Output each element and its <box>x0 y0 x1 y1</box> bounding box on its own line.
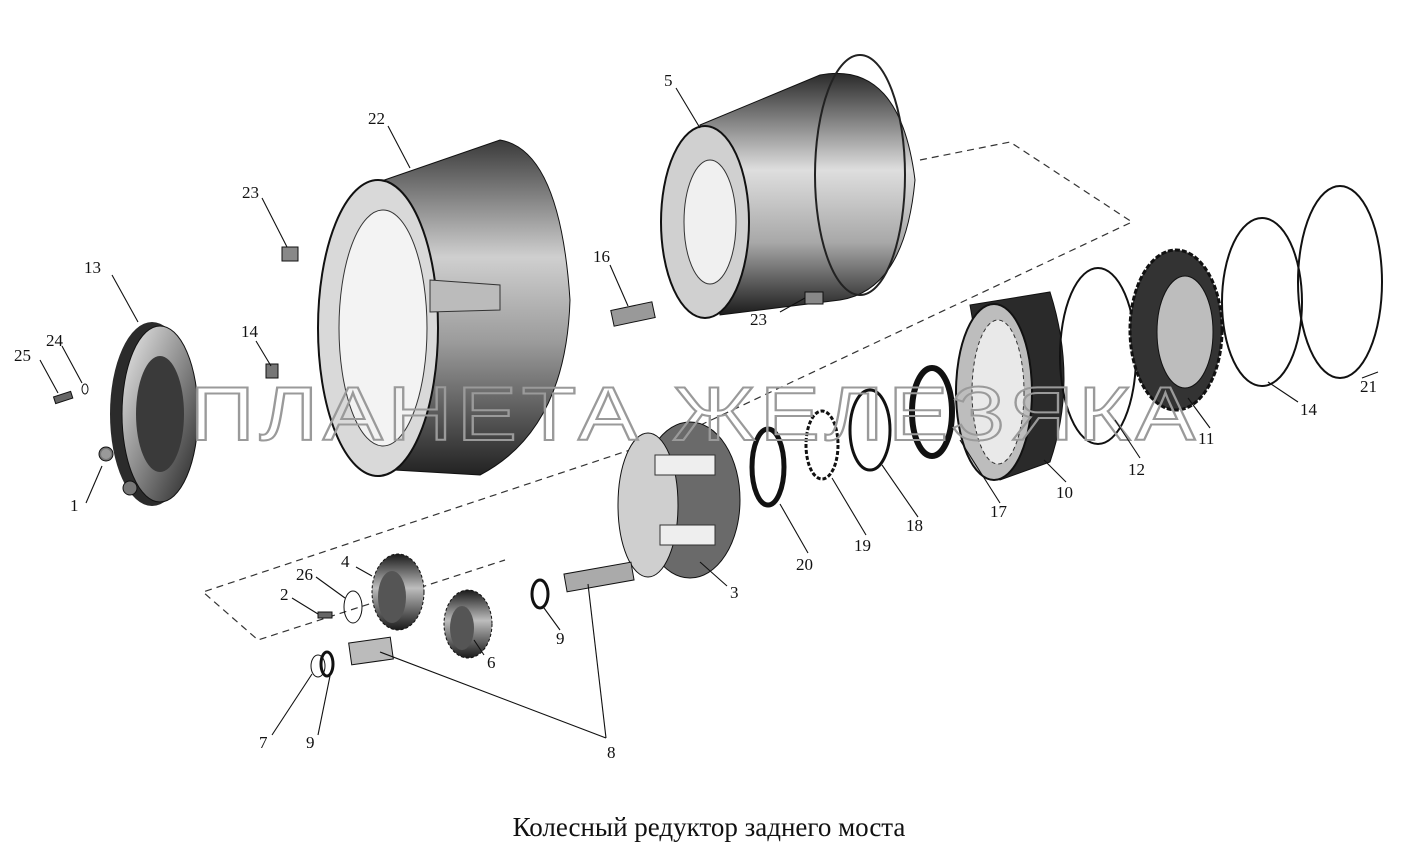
part-10-ring-gear <box>955 291 1065 481</box>
label-25: 25 <box>14 346 31 365</box>
part-5-housing <box>660 54 916 319</box>
part-21-ring <box>1297 185 1383 379</box>
label-14b: 14 <box>1300 400 1318 419</box>
label-8: 8 <box>607 743 616 762</box>
part-23-bolt <box>281 246 299 262</box>
label-13: 13 <box>84 258 101 277</box>
part-25-screw <box>52 390 74 405</box>
part-26-ring <box>343 590 363 624</box>
label-19: 19 <box>854 536 871 555</box>
label-11: 11 <box>1198 429 1214 448</box>
part-3-planet-carrier <box>617 421 741 579</box>
label-9b: 9 <box>556 629 565 648</box>
part-14-nut <box>265 363 279 379</box>
label-2: 2 <box>280 585 289 604</box>
part-8-axle <box>348 561 635 666</box>
part-9-washer <box>319 578 550 678</box>
label-23b: 23 <box>750 310 767 329</box>
part-1-stud <box>101 449 111 459</box>
label-23a: 23 <box>242 183 259 202</box>
part-7-ring <box>310 654 326 678</box>
label-20: 20 <box>796 555 813 574</box>
label-3: 3 <box>730 583 739 602</box>
label-10: 10 <box>1056 483 1073 502</box>
label-9a: 9 <box>306 733 315 752</box>
label-5: 5 <box>664 71 673 90</box>
part-6-gear <box>443 589 493 659</box>
label-6: 6 <box>487 653 496 672</box>
leader-lines <box>39 87 1379 739</box>
part-23-bolt-lower <box>804 291 824 305</box>
label-18: 18 <box>906 516 923 535</box>
label-24: 24 <box>46 331 64 350</box>
part-17-ring <box>909 365 955 459</box>
label-12: 12 <box>1128 460 1145 479</box>
label-17: 17 <box>990 502 1008 521</box>
watermark: ПЛАНЕТА ЖЕЛЕЗЯКА <box>190 372 1200 457</box>
label-22: 22 <box>368 109 385 128</box>
part-4-gear <box>371 553 425 631</box>
label-14a: 14 <box>241 322 259 341</box>
assembly-axis-dashed <box>201 141 1134 641</box>
part-20-ring <box>749 426 787 508</box>
label-7: 7 <box>259 733 268 752</box>
part-22-wheel-hub <box>317 139 571 477</box>
part-24-washer <box>81 383 89 395</box>
part-19-lock-washer <box>804 409 840 481</box>
part-2-screw <box>317 611 333 619</box>
label-21: 21 <box>1360 377 1377 396</box>
part-14-ring <box>1221 217 1303 387</box>
label-26: 26 <box>296 565 313 584</box>
label-4: 4 <box>341 552 350 571</box>
diagram-caption: Колесный редуктор заднего моста <box>512 812 906 842</box>
label-1: 1 <box>70 496 79 515</box>
part-16-bolt <box>610 301 656 327</box>
part-11-gear-hub <box>1128 248 1224 412</box>
part-18-ring <box>848 388 892 472</box>
label-16: 16 <box>593 247 610 266</box>
part-13-cover <box>98 322 199 506</box>
part-labels: 1 2 3 4 5 6 7 8 9 9 10 11 12 13 14 14 16… <box>14 71 1377 762</box>
